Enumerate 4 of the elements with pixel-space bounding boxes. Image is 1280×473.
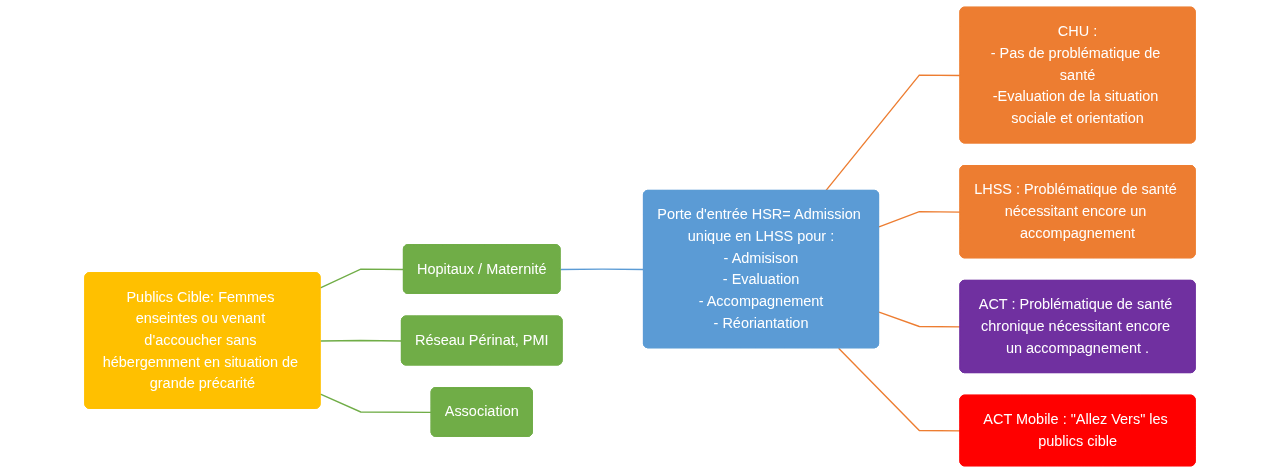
connector bbox=[319, 339, 403, 342]
connector bbox=[319, 268, 405, 289]
connector bbox=[559, 268, 645, 271]
connector bbox=[319, 393, 433, 414]
